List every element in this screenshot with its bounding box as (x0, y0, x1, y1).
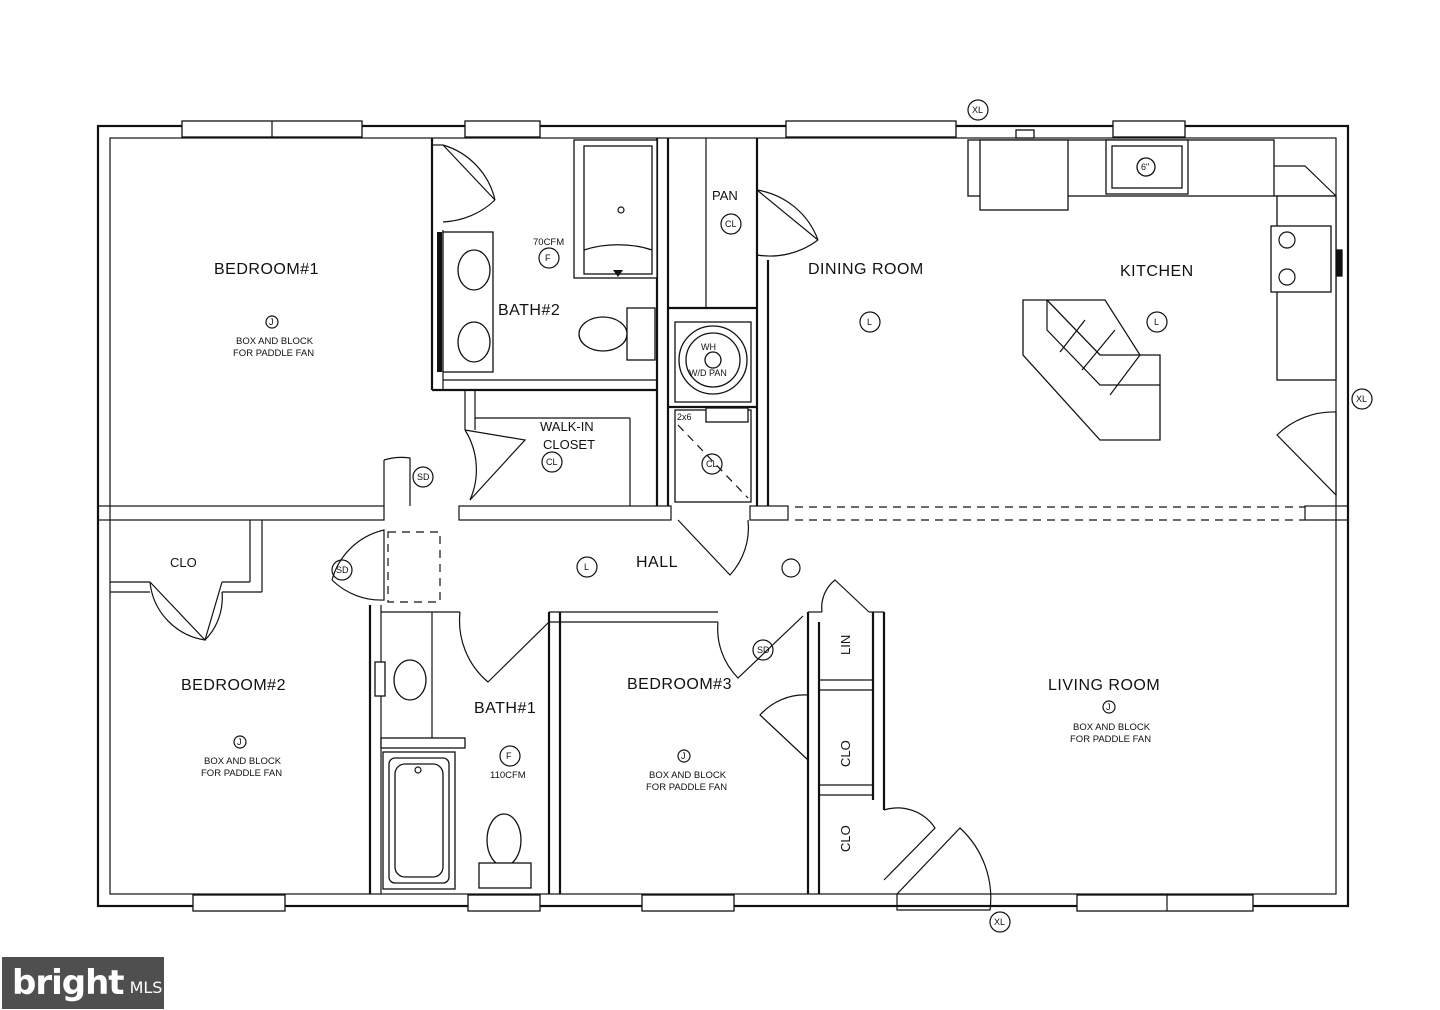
fan-light-label: F (506, 751, 512, 761)
fan-note-line2: FOR PADDLE FAN (1070, 734, 1151, 745)
xl-label: XL (1356, 394, 1367, 404)
light-label: L (1154, 317, 1159, 327)
room-clo-bedroom2: CLO (170, 555, 197, 570)
room-labels: BEDROOM#1 BOX AND BLOCK FOR PADDLE FAN B… (170, 188, 1194, 852)
room-hall: HALL (636, 554, 678, 571)
junction-label: J (1106, 702, 1111, 712)
fan-note-line1: BOX AND BLOCK (649, 770, 727, 781)
smoke-detector-label: SD (757, 645, 770, 655)
bright-mls-logo: bright MLS (2, 957, 164, 1009)
two-by-six-label: 2x6 (677, 412, 692, 422)
room-pan: PAN (712, 188, 738, 203)
room-clo-2: CLO (838, 740, 853, 767)
room-clo-3: CLO (838, 825, 853, 852)
room-bath2: BATH#2 (498, 302, 560, 319)
interior-walls (97, 138, 1349, 894)
fan-note-line1: BOX AND BLOCK (1073, 722, 1151, 733)
light-label: L (584, 562, 589, 572)
closet-light-label: CL (546, 457, 558, 467)
fan-light-label: F (545, 253, 551, 263)
room-bedroom1: BEDROOM#1 (214, 261, 319, 278)
fan-note-line2: FOR PADDLE FAN (201, 768, 282, 779)
room-walkin-line1: WALK-IN (540, 419, 594, 434)
fan-note-line2: FOR PADDLE FAN (233, 348, 314, 359)
room-kitchen: KITCHEN (1120, 263, 1194, 280)
fan-note-line2: FOR PADDLE FAN (646, 782, 727, 793)
logo-brand: bright (12, 963, 125, 1003)
fan-note-line1: BOX AND BLOCK (236, 336, 314, 347)
smoke-detector-label: SD (336, 565, 349, 575)
light-label: L (867, 317, 872, 327)
smoke-detector-label: SD (417, 472, 430, 482)
closet-light-label: CL (706, 459, 718, 469)
symbols: XL XL XL SD SD SD CL CL CL L L L J J J J… (233, 99, 1373, 933)
fixtures (374, 139, 1337, 890)
windows (181, 120, 1343, 912)
sink-label: 6" (1141, 162, 1149, 172)
room-living: LIVING ROOM (1048, 677, 1160, 694)
logo-suffix: MLS (129, 977, 163, 997)
room-bedroom3: BEDROOM#3 (627, 676, 732, 693)
room-walkin-line2: CLOSET (543, 437, 595, 452)
fan-cfm-110: 110CFM (490, 770, 526, 781)
junction-label: J (269, 317, 274, 327)
door-swings (149, 144, 1337, 911)
room-bath1: BATH#1 (474, 700, 536, 717)
wd-pan-label: W/D PAN (689, 368, 727, 378)
room-dining: DINING ROOM (808, 261, 924, 278)
xl-label: XL (994, 917, 1005, 927)
xl-label: XL (972, 105, 983, 115)
room-lin: LIN (838, 635, 853, 655)
fan-cfm-70: 70CFM (533, 237, 564, 248)
closet-light-label: CL (725, 219, 737, 229)
junction-label: J (681, 751, 686, 761)
water-heater-label: WH (701, 342, 716, 352)
fan-note-line1: BOX AND BLOCK (204, 756, 282, 767)
junction-label: J (237, 737, 242, 747)
room-bedroom2: BEDROOM#2 (181, 677, 286, 694)
